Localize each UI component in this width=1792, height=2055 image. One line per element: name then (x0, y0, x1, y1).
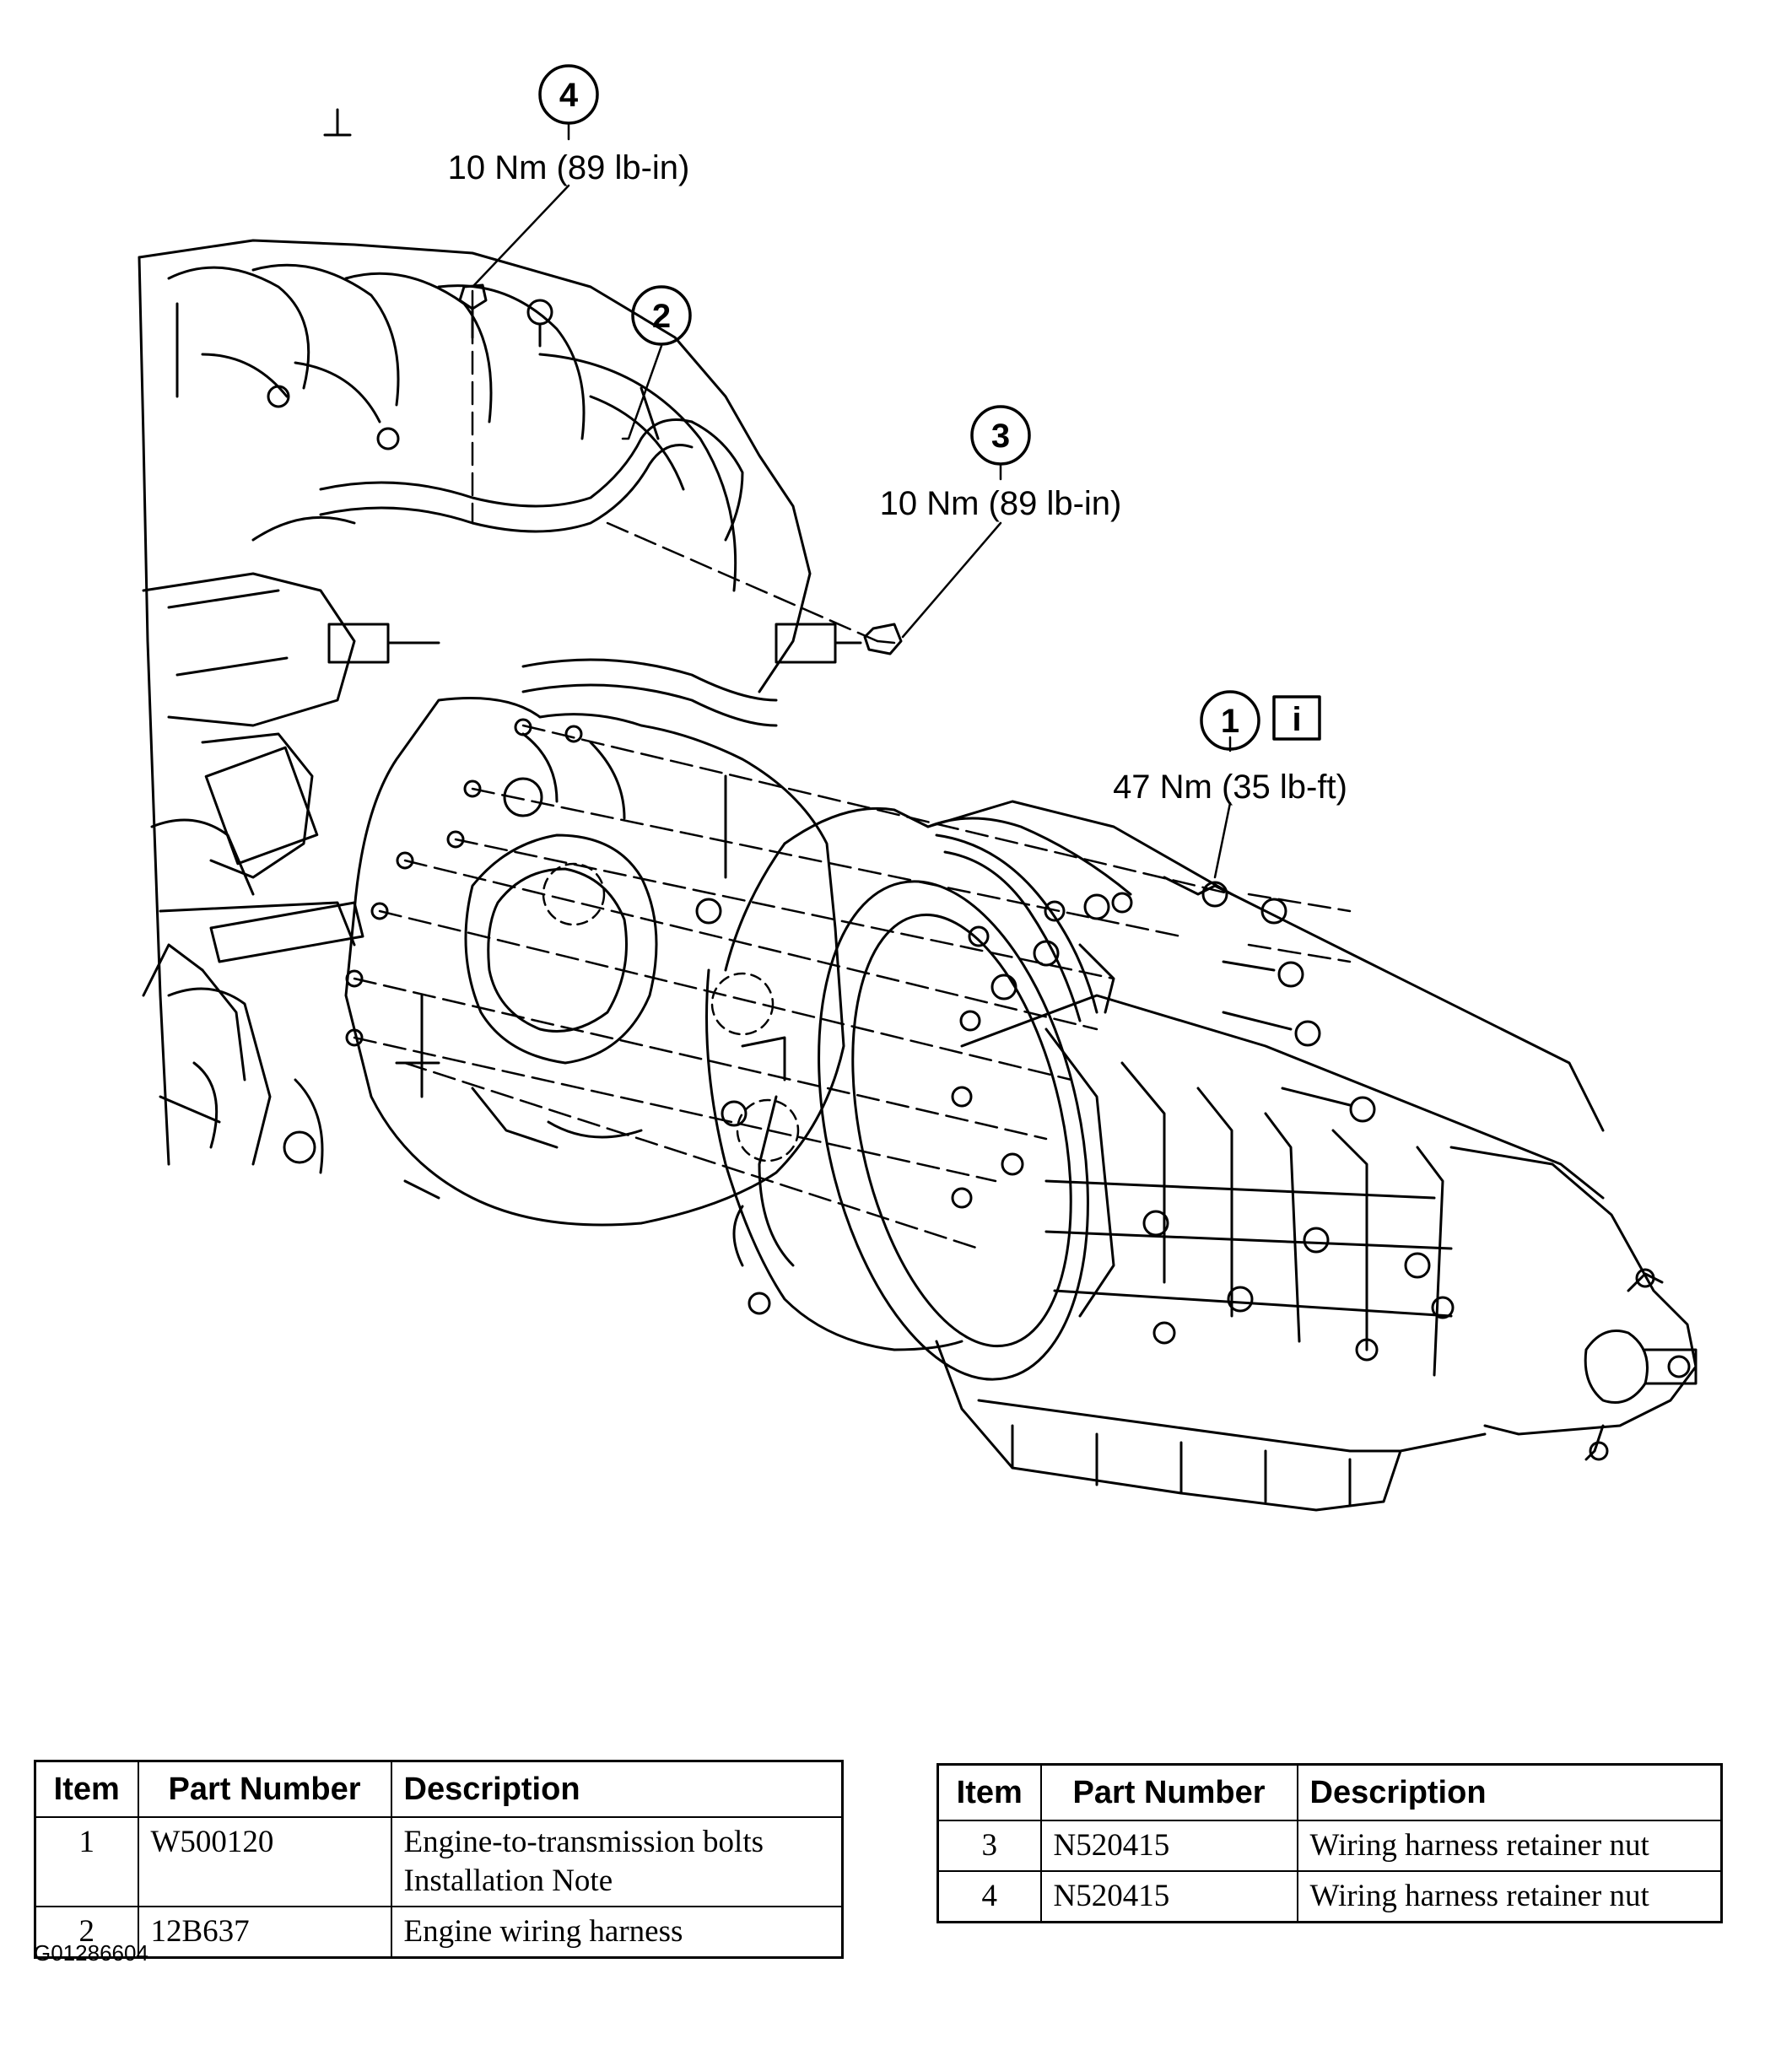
row-description: Wiring harness retainer nut (1296, 1820, 1723, 1872)
description-line: Engine-to-transmission bolts (403, 1825, 764, 1859)
table-row: 4 N520415 Wiring harness retainer nut (936, 1870, 1723, 1923)
table-row: 2 12B637 Engine wiring harness (34, 1906, 844, 1959)
callout-2-number: 2 (652, 298, 671, 335)
header-item: Item (34, 1760, 139, 1818)
callout-3-torque: 10 Nm (89 lb-in) (880, 485, 1122, 522)
row-item: 4 (936, 1870, 1042, 1923)
callout-3-number: 3 (991, 418, 1010, 455)
row-description: Engine-to-transmission bolts Installatio… (390, 1816, 844, 1907)
info-icon: i (1292, 701, 1301, 738)
row-part-number: 12B637 (137, 1906, 392, 1959)
engine-drawing (138, 108, 862, 1166)
row-item: 1 (34, 1816, 139, 1907)
row-description: Wiring harness retainer nut (1296, 1870, 1723, 1923)
parts-table-left: Item Part Number Description 1 W500120 E… (34, 1760, 844, 1959)
row-part-number: W500120 (137, 1816, 392, 1907)
parts-table-right: Item Part Number Description 3 N520415 W… (936, 1763, 1723, 1923)
bolts-item-1 (990, 876, 1376, 1123)
callout-4-number: 4 (559, 77, 579, 114)
callout-1-number: 1 (1221, 703, 1239, 740)
table-header-row: Item Part Number Description (936, 1763, 1723, 1821)
installation-note-link: Installation Note (403, 1864, 613, 1898)
row-item: 3 (936, 1820, 1042, 1872)
row-description: Engine wiring harness (390, 1906, 844, 1959)
nut-item-4 (458, 283, 488, 339)
figure-id: G01286604 (34, 1940, 148, 1966)
transmission-drawing (705, 800, 1698, 1512)
table-header-row: Item Part Number Description (34, 1760, 844, 1818)
alignment-lines (353, 289, 1352, 1250)
header-description: Description (1296, 1763, 1723, 1821)
bell-housing-drawing (294, 697, 845, 1227)
table-row: 3 N520415 Wiring harness retainer nut (936, 1820, 1723, 1872)
header-description: Description (390, 1760, 844, 1818)
callout-circles (538, 64, 1321, 751)
header-part-number: Part Number (137, 1760, 392, 1818)
leader-lines (472, 123, 1232, 879)
callout-1-torque: 47 Nm (35 lb-ft) (1113, 769, 1347, 806)
header-item: Item (936, 1763, 1042, 1821)
nut-item-3 (863, 623, 903, 655)
row-part-number: N520415 (1039, 1870, 1298, 1923)
row-item: 2 (34, 1906, 139, 1959)
row-part-number: N520415 (1039, 1820, 1298, 1872)
header-part-number: Part Number (1039, 1763, 1298, 1821)
callout-4-torque: 10 Nm (89 lb-in) (448, 149, 690, 186)
table-row: 1 W500120 Engine-to-transmission bolts I… (34, 1816, 844, 1907)
